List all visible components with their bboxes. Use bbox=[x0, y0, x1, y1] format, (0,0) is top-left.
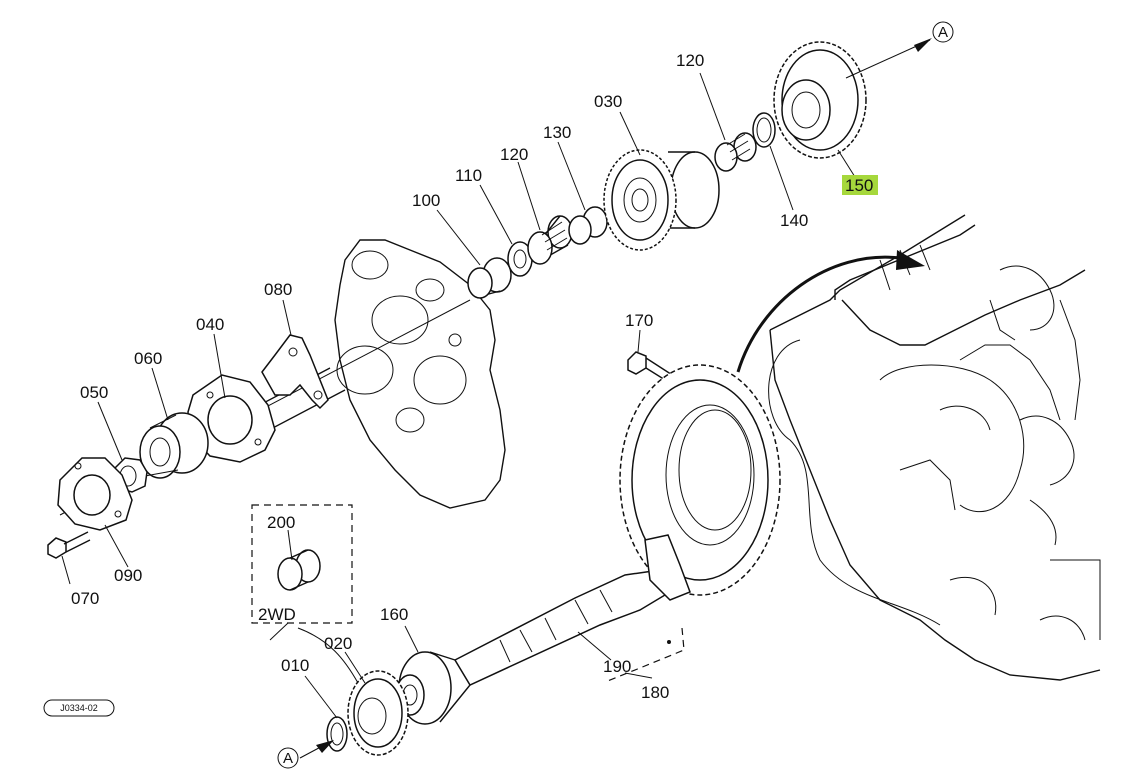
label-160[interactable]: 160 bbox=[380, 605, 408, 624]
label-010[interactable]: 010 bbox=[281, 656, 309, 675]
part-040-flange bbox=[187, 374, 276, 463]
label-150[interactable]: 150 bbox=[845, 176, 873, 195]
label-050[interactable]: 050 bbox=[80, 383, 108, 402]
svg-text:J0334-02: J0334-02 bbox=[60, 703, 98, 713]
label-190[interactable]: 190 bbox=[603, 657, 631, 676]
part-120a-needle-bearing bbox=[527, 215, 573, 265]
reference-code-badge: J0334-02 bbox=[43, 699, 115, 717]
label-090[interactable]: 090 bbox=[114, 566, 142, 585]
rotation-arrow bbox=[736, 250, 925, 373]
part-labels: 010 020 030 040 050 060 070 080 090 100 … bbox=[71, 51, 873, 702]
label-120-right[interactable]: 120 bbox=[676, 51, 704, 70]
part-020-gear bbox=[347, 670, 409, 756]
part-170-bolt bbox=[627, 351, 681, 389]
part-080-bracket bbox=[261, 334, 329, 410]
label-040[interactable]: 040 bbox=[196, 315, 224, 334]
label-200[interactable]: 200 bbox=[267, 513, 295, 532]
label-100[interactable]: 100 bbox=[412, 191, 440, 210]
label-080[interactable]: 080 bbox=[264, 280, 292, 299]
label-140[interactable]: 140 bbox=[780, 211, 808, 230]
label-170[interactable]: 170 bbox=[625, 311, 653, 330]
label-030[interactable]: 030 bbox=[594, 92, 622, 111]
part-150-gear bbox=[773, 41, 867, 159]
option-bracket-180 bbox=[604, 627, 685, 683]
part-150-highlight bbox=[842, 175, 878, 195]
part-070-bolt bbox=[47, 531, 91, 559]
svg-text:A: A bbox=[283, 750, 293, 767]
part-060-bearing bbox=[139, 412, 209, 479]
part-140-snap-ring bbox=[752, 112, 776, 148]
transmission-housing bbox=[768, 214, 1101, 681]
callout-a-top: A bbox=[932, 21, 954, 43]
callout-a-bottom: A bbox=[277, 747, 299, 769]
label-060[interactable]: 060 bbox=[134, 349, 162, 368]
part-010-snap-ring bbox=[326, 716, 348, 752]
part-190-ring-gear bbox=[619, 364, 781, 596]
label-110[interactable]: 110 bbox=[455, 166, 482, 185]
leader-lines bbox=[61, 38, 932, 759]
option-box-2wd bbox=[251, 504, 353, 624]
label-120-left[interactable]: 120 bbox=[500, 145, 528, 164]
part-130-bushing bbox=[568, 206, 608, 245]
label-180[interactable]: 180 bbox=[641, 683, 669, 702]
label-020[interactable]: 020 bbox=[324, 634, 352, 653]
part-190-pinion-shaft bbox=[453, 534, 691, 686]
part-100-bushing bbox=[467, 257, 512, 299]
label-070[interactable]: 070 bbox=[71, 589, 99, 608]
part-090-cover bbox=[57, 457, 133, 531]
svg-text:A: A bbox=[938, 24, 948, 41]
part-120b-needle-bearing bbox=[714, 132, 757, 172]
part-110-washer bbox=[507, 241, 533, 277]
part-030-gear-cluster bbox=[603, 149, 720, 251]
label-2wd: 2WD bbox=[258, 605, 296, 624]
label-130[interactable]: 130 bbox=[543, 123, 571, 142]
